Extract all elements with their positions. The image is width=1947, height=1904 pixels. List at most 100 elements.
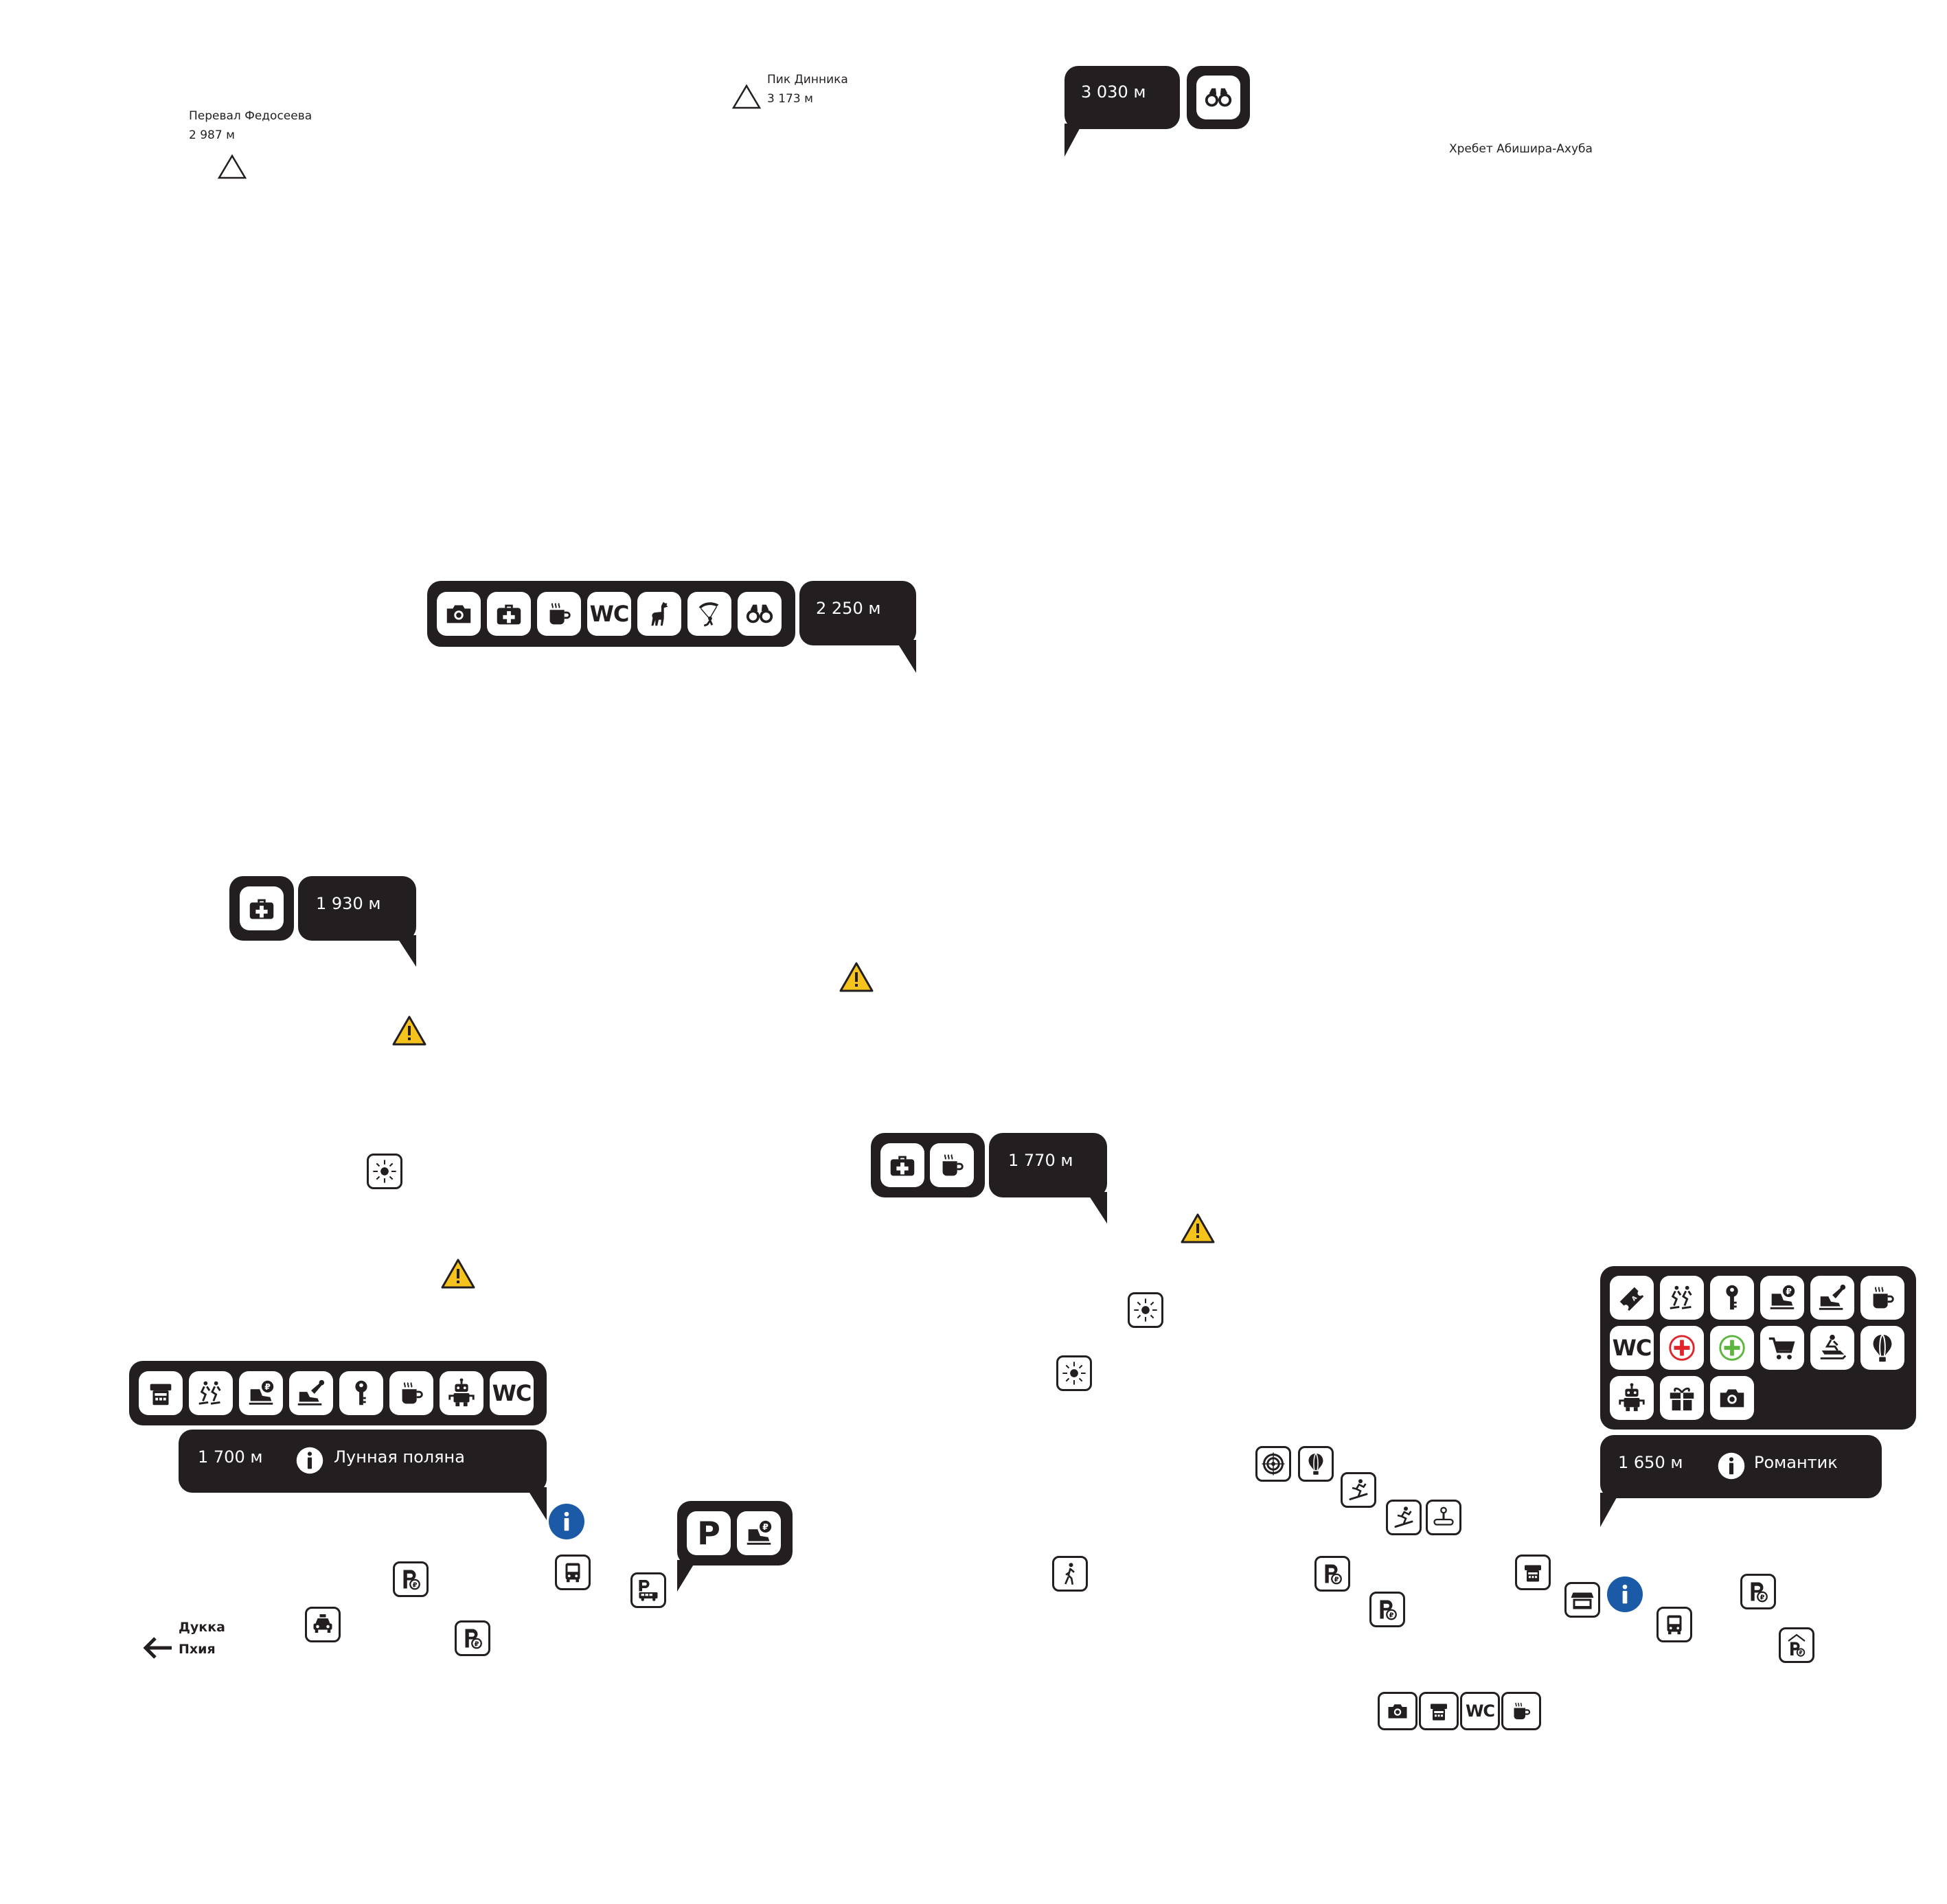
bus-icon[interactable] (1656, 1607, 1692, 1642)
destination-pkhiya: Пхия (179, 1642, 216, 1657)
warning-icon[interactable] (1180, 1213, 1216, 1244)
services-panel-1930 (229, 876, 294, 941)
wc-icon[interactable]: WC (1460, 1692, 1500, 1730)
elevation-bubble-3030: 3 030 м (1064, 66, 1180, 129)
warning-icon[interactable] (391, 1015, 427, 1046)
wc-label: WC (589, 601, 630, 627)
services-panel-1770 (871, 1133, 985, 1197)
parking-icon[interactable]: P (687, 1511, 731, 1555)
elevation-label: 2 250 м (816, 599, 881, 618)
bubble-tail (1600, 1493, 1619, 1527)
info-icon[interactable] (1607, 1576, 1643, 1612)
arrow-left-icon[interactable] (141, 1631, 174, 1664)
ski-service-icon[interactable] (289, 1371, 333, 1415)
green-cross-icon[interactable] (1710, 1326, 1754, 1370)
services-panel-1700: WC (129, 1361, 547, 1425)
paid-parking-icon[interactable] (1740, 1574, 1776, 1609)
first-aid-icon[interactable] (880, 1143, 924, 1187)
locker-key-icon[interactable] (339, 1371, 383, 1415)
bubble-tail (896, 640, 916, 673)
wc-icon[interactable]: WC (490, 1371, 534, 1415)
ski-lift-icon[interactable] (1426, 1500, 1461, 1535)
bubble-tail (677, 1560, 696, 1592)
target-icon[interactable] (1255, 1446, 1291, 1482)
shop-icon[interactable] (1564, 1582, 1600, 1618)
elevation-bubble-2250: 2 250 м (799, 581, 916, 645)
robot-icon[interactable] (1610, 1376, 1654, 1420)
paid-parking-icon[interactable] (1369, 1592, 1405, 1627)
bus-icon[interactable] (555, 1555, 591, 1590)
station-bubble-lunnaya-polyana: 1 700 м Лунная поляна (179, 1430, 547, 1493)
coffee-icon[interactable] (930, 1143, 974, 1187)
bus-parking-icon[interactable] (630, 1572, 666, 1608)
photo-camera-icon[interactable] (437, 592, 481, 636)
gift-icon[interactable] (1660, 1376, 1704, 1420)
ticket-machine-icon[interactable] (1419, 1692, 1459, 1730)
ski-service-icon[interactable] (1810, 1276, 1854, 1320)
wc-label: WC (492, 1380, 532, 1406)
services-panel-2250: WC (427, 581, 795, 647)
boot-rental-icon[interactable] (239, 1371, 283, 1415)
sun-icon[interactable] (1056, 1355, 1092, 1391)
hot-air-balloon-icon[interactable] (1860, 1326, 1904, 1370)
coffee-icon[interactable] (389, 1371, 433, 1415)
elevation-bubble-1930: 1 930 м (298, 876, 416, 941)
parking-panel: P (677, 1501, 793, 1565)
peak-label-fedoseeva: Перевал Федосеева 2 987 м (189, 106, 312, 145)
photo-camera-icon[interactable] (1378, 1692, 1417, 1730)
locker-key-icon[interactable] (1710, 1276, 1754, 1320)
boot-rental-icon[interactable] (1760, 1276, 1804, 1320)
peak-elevation: 2 987 м (189, 128, 235, 142)
sun-icon[interactable] (367, 1154, 402, 1189)
bubble-tail (1086, 1192, 1107, 1224)
destination-dukka: Дукка (179, 1620, 225, 1635)
paid-parking-icon[interactable] (455, 1620, 490, 1656)
wc-icon[interactable]: WC (587, 592, 631, 636)
taxi-icon[interactable] (305, 1607, 341, 1642)
shopping-cart-icon[interactable] (1760, 1326, 1804, 1370)
first-aid-icon[interactable] (487, 592, 531, 636)
paraglider-icon[interactable] (687, 592, 731, 636)
photo-camera-icon[interactable] (1710, 1376, 1754, 1420)
snowboard-icon[interactable] (1341, 1472, 1376, 1508)
warning-icon[interactable] (440, 1258, 476, 1289)
wc-icon[interactable]: WC (1610, 1326, 1654, 1370)
elevation-label: 1 700 м (198, 1447, 263, 1467)
boot-rental-icon[interactable] (737, 1511, 781, 1555)
ski-parking-icon[interactable] (1779, 1627, 1814, 1663)
info-icon (295, 1446, 324, 1475)
wc-label: WC (1465, 1701, 1495, 1721)
coffee-icon[interactable] (537, 592, 581, 636)
pedestrian-icon[interactable] (1052, 1556, 1088, 1592)
red-cross-icon[interactable] (1660, 1326, 1704, 1370)
robot-icon[interactable] (440, 1371, 483, 1415)
sun-icon[interactable] (1128, 1292, 1163, 1328)
ticket-machine-icon[interactable] (139, 1371, 183, 1415)
llama-icon[interactable] (637, 592, 681, 636)
info-icon[interactable] (549, 1504, 584, 1539)
warning-icon[interactable] (839, 961, 874, 993)
binoculars-icon[interactable] (1196, 76, 1240, 119)
peak-triangle-icon (217, 154, 247, 179)
skiers-icon[interactable] (189, 1371, 233, 1415)
peak-triangle-icon (731, 84, 762, 109)
parking-label: P (697, 1515, 720, 1552)
coffee-icon[interactable] (1860, 1276, 1904, 1320)
bubble-tail (526, 1487, 547, 1520)
snowboard-icon[interactable] (1386, 1500, 1422, 1535)
hot-air-balloon-icon[interactable] (1298, 1446, 1334, 1482)
snowmobile-icon[interactable] (1810, 1326, 1854, 1370)
elevation-label: 1 650 м (1618, 1453, 1683, 1472)
bubble-tail (396, 935, 416, 967)
ticket-machine-icon[interactable] (1515, 1555, 1551, 1590)
services-panel-3030 (1187, 66, 1250, 129)
ticket-icon[interactable] (1610, 1276, 1654, 1320)
paid-parking-icon[interactable] (1314, 1556, 1350, 1592)
binoculars-icon[interactable] (738, 592, 782, 636)
first-aid-icon[interactable] (240, 886, 284, 930)
coffee-icon[interactable] (1501, 1692, 1541, 1730)
skiers-icon[interactable] (1660, 1276, 1704, 1320)
info-icon (1717, 1452, 1746, 1480)
peak-name: Перевал Федосеева (189, 109, 312, 123)
paid-parking-icon[interactable] (393, 1561, 429, 1597)
